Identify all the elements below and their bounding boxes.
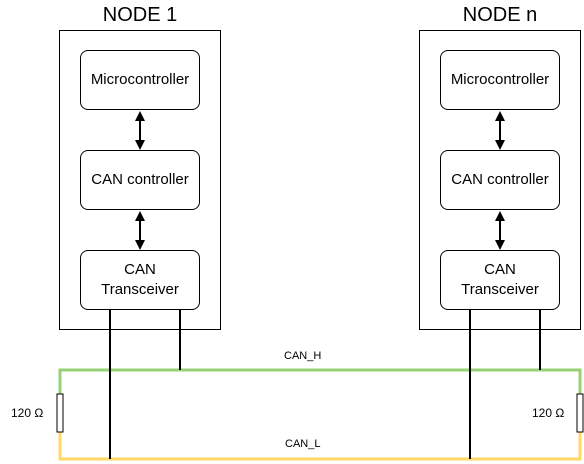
left-terminator-resistor bbox=[56, 393, 64, 433]
can-h-bus-line bbox=[58, 368, 582, 394]
can-l-label: CAN_L bbox=[285, 438, 321, 450]
node-n-title: NODE n bbox=[462, 4, 538, 26]
node-n-transceiver-label-line2: Transceiver bbox=[461, 281, 539, 298]
can-l-bus-line bbox=[58, 432, 582, 461]
node1-transceiver-label-line1: CAN bbox=[124, 261, 156, 278]
node1-can-controller-block: CAN controller bbox=[80, 150, 200, 210]
can-h-label: CAN_H bbox=[284, 350, 322, 362]
node1-title: NODE 1 bbox=[102, 4, 178, 26]
right-terminator-resistor bbox=[576, 393, 584, 433]
right-terminator-label: 120 Ω bbox=[532, 406, 565, 420]
node-n-frame bbox=[419, 30, 581, 330]
node1-can-transceiver-block: CAN Transceiver bbox=[80, 250, 200, 310]
node1-frame bbox=[59, 30, 221, 330]
node-n-microcontroller-label: Microcontroller bbox=[450, 71, 550, 88]
node-n-can-controller-label: CAN controller bbox=[451, 171, 549, 188]
node1-can-controller-label: CAN controller bbox=[91, 171, 189, 188]
node-n-can-controller-block: CAN controller bbox=[440, 150, 560, 210]
node1-microcontroller-block: Microcontroller bbox=[80, 50, 200, 110]
node-n-microcontroller-block: Microcontroller bbox=[440, 50, 560, 110]
node-n-can-transceiver-block: CAN Transceiver bbox=[440, 250, 560, 310]
left-terminator-label: 120 Ω bbox=[11, 406, 44, 420]
node1-transceiver-label-line2: Transceiver bbox=[101, 281, 179, 298]
node1-microcontroller-label: Microcontroller bbox=[90, 71, 190, 88]
node-n-transceiver-label-line1: CAN bbox=[484, 261, 516, 278]
